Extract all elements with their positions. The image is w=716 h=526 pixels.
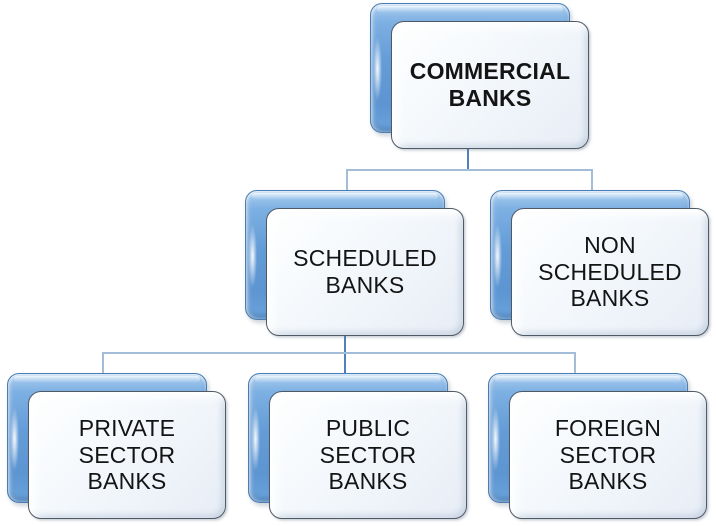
node-label: FOREIGN SECTOR BANKS — [554, 414, 662, 495]
connector-drop-private — [102, 352, 104, 374]
connector-drop-non-scheduled — [591, 169, 593, 191]
connector-root-stem — [467, 149, 469, 171]
node-front-panel: NON SCHEDULED BANKS — [511, 208, 709, 336]
connector-drop-foreign — [574, 352, 576, 374]
connector-scheduled-stem — [344, 336, 346, 374]
node-foreign-sector-banks: FOREIGN SECTOR BANKS — [488, 373, 707, 519]
node-label: NON SCHEDULED BANKS — [538, 231, 682, 312]
node-label: PUBLIC SECTOR BANKS — [319, 414, 417, 495]
node-scheduled-banks: SCHEDULED BANKS — [245, 190, 464, 336]
node-front-panel: SCHEDULED BANKS — [266, 208, 464, 336]
node-label: SCHEDULED BANKS — [293, 245, 437, 298]
node-label: PRIVATE SECTOR BANKS — [78, 414, 176, 495]
connector-drop-scheduled — [346, 169, 348, 191]
node-front-panel: PUBLIC SECTOR BANKS — [269, 391, 467, 519]
node-non-scheduled-banks: NON SCHEDULED BANKS — [490, 190, 709, 336]
node-private-sector-banks: PRIVATE SECTOR BANKS — [7, 373, 226, 519]
node-public-sector-banks: PUBLIC SECTOR BANKS — [248, 373, 467, 519]
connector-level3-horizontal — [102, 352, 576, 354]
node-front-panel: PRIVATE SECTOR BANKS — [28, 391, 226, 519]
connector-level2-horizontal — [346, 169, 593, 171]
node-front-panel: COMMERCIAL BANKS — [391, 21, 589, 149]
node-front-panel: FOREIGN SECTOR BANKS — [509, 391, 707, 519]
node-commercial-banks: COMMERCIAL BANKS — [370, 3, 589, 149]
node-label: COMMERCIAL BANKS — [409, 58, 571, 111]
